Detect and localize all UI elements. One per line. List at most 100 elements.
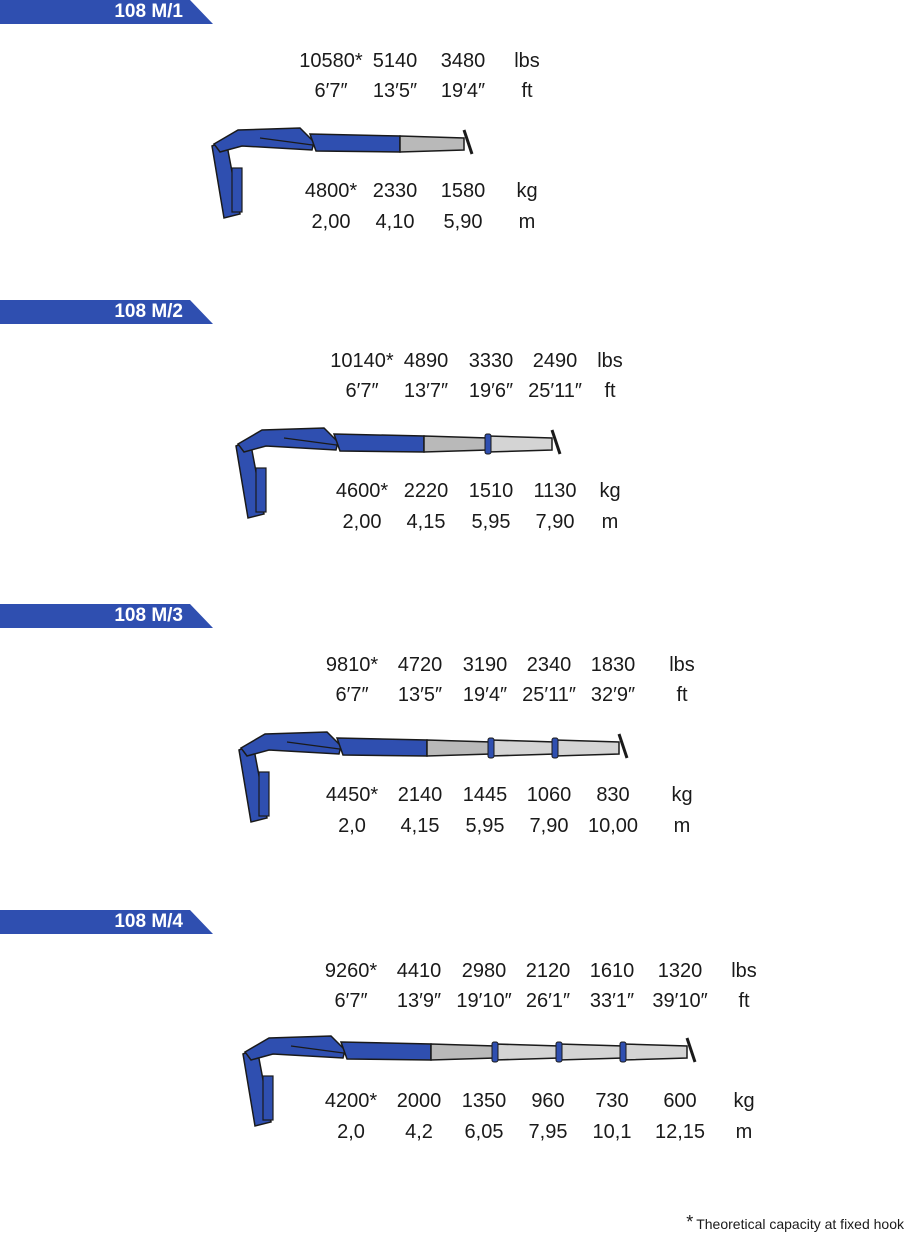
m-value: 2,00: [342, 511, 382, 533]
model-tag: 108 M/4: [0, 910, 213, 934]
boom-extension: [487, 435, 553, 453]
m-value: 5,95: [471, 511, 511, 533]
m-value: 10,00: [587, 815, 639, 837]
kg-value: 1350: [461, 1090, 507, 1112]
m-value: 5,95: [465, 815, 505, 837]
boom-extension: [399, 135, 465, 153]
boom-cylinder: [283, 437, 345, 447]
boom-extension: [423, 435, 489, 453]
footnote: *Theoretical capacity at fixed hook: [686, 1212, 904, 1233]
ft-unit-label: ft: [738, 990, 750, 1012]
ft-value: 13′5″: [372, 80, 418, 102]
lbs-unit-label: lbs: [597, 350, 623, 372]
crane-diagram: [242, 1035, 697, 1127]
lbs-value: 2980: [461, 960, 507, 982]
extension-joint: [551, 737, 559, 759]
ft-value: 6′7″: [334, 990, 368, 1012]
crane-diagram: [238, 731, 629, 823]
ft-row: 6′7″13′7″19′6″25′11″ft: [0, 379, 906, 403]
boom-cylinder: [286, 741, 348, 751]
inner-boom: [243, 1035, 346, 1061]
crane-diagram: [235, 427, 562, 519]
lbs-value: 2490: [532, 350, 578, 372]
crane-diagram: [211, 127, 474, 219]
extension-joint: [619, 1041, 627, 1063]
m-unit-label: m: [601, 511, 619, 533]
lbs-value: 1320: [657, 960, 703, 982]
lbs-value: 1610: [589, 960, 635, 982]
inner-boom: [212, 127, 315, 153]
ft-value: 6′7″: [335, 684, 369, 706]
outer-boom: [332, 433, 425, 453]
extension-joint: [484, 433, 492, 455]
kg-value: 4450*: [325, 784, 379, 806]
ft-row: 6′7″13′5″19′4″25′11″32′9″ft: [0, 683, 906, 707]
column-cylinder: [255, 467, 267, 513]
m-value: 4,15: [406, 511, 446, 533]
lbs-unit-label: lbs: [731, 960, 757, 982]
m-value: 6,05: [464, 1121, 504, 1143]
boom-tip: [685, 1037, 697, 1063]
ft-row: 6′7″13′9″19′10″26′1″33′1″39′10″ft: [0, 989, 906, 1013]
ft-value: 39′10″: [652, 990, 708, 1012]
column-cylinder: [262, 1075, 274, 1121]
m-unit-label: m: [673, 815, 691, 837]
lbs-value: 2120: [525, 960, 571, 982]
kg-value: 4200*: [324, 1090, 378, 1112]
boom-tip: [550, 429, 562, 455]
ft-value: 33′1″: [589, 990, 635, 1012]
kg-value: 1580: [440, 180, 486, 202]
ft-value: 6′7″: [345, 380, 379, 402]
ft-unit-label: ft: [676, 684, 688, 706]
m-value: 7,90: [529, 815, 569, 837]
kg-unit-label: kg: [671, 784, 693, 806]
lbs-value: 4720: [397, 654, 443, 676]
ft-value: 13′7″: [403, 380, 449, 402]
kg-value: 1510: [468, 480, 514, 502]
inner-boom: [236, 427, 339, 453]
kg-value: 730: [595, 1090, 629, 1112]
lbs-value: 2340: [526, 654, 572, 676]
model-name: 108 M/1: [114, 1, 183, 22]
extension-joint: [555, 1041, 563, 1063]
extension-joint: [487, 737, 495, 759]
m-value: 4,10: [375, 211, 415, 233]
m-unit-label: m: [518, 211, 536, 233]
kg-unit-label: kg: [599, 480, 621, 502]
m-value: 2,00: [311, 211, 351, 233]
ft-value: 19′6″: [468, 380, 514, 402]
inner-boom: [239, 731, 342, 757]
footnote-marker: *: [686, 1212, 694, 1232]
ft-value: 32′9″: [590, 684, 636, 706]
lbs-value: 3190: [462, 654, 508, 676]
lbs-unit-label: lbs: [514, 50, 540, 72]
kg-value: 4800*: [304, 180, 358, 202]
m-value: 4,2: [405, 1121, 433, 1143]
m-value: 7,90: [535, 511, 575, 533]
ft-unit-label: ft: [604, 380, 616, 402]
outer-boom: [308, 133, 401, 153]
boom-extension: [622, 1043, 688, 1061]
boom-extension: [554, 739, 620, 757]
model-tag: 108 M/2: [0, 300, 213, 324]
kg-value: 830: [596, 784, 630, 806]
footnote-text: Theoretical capacity at fixed hook: [696, 1216, 904, 1232]
ft-value: 13′5″: [397, 684, 443, 706]
ft-value: 19′4″: [440, 80, 486, 102]
lbs-value: 5140: [372, 50, 418, 72]
outer-boom: [339, 1041, 432, 1061]
m-value: 2,0: [337, 1121, 365, 1143]
lbs-value: 4890: [403, 350, 449, 372]
ft-row: 6′7″13′5″19′4″ft: [0, 79, 906, 103]
model-name: 108 M/4: [114, 911, 183, 932]
